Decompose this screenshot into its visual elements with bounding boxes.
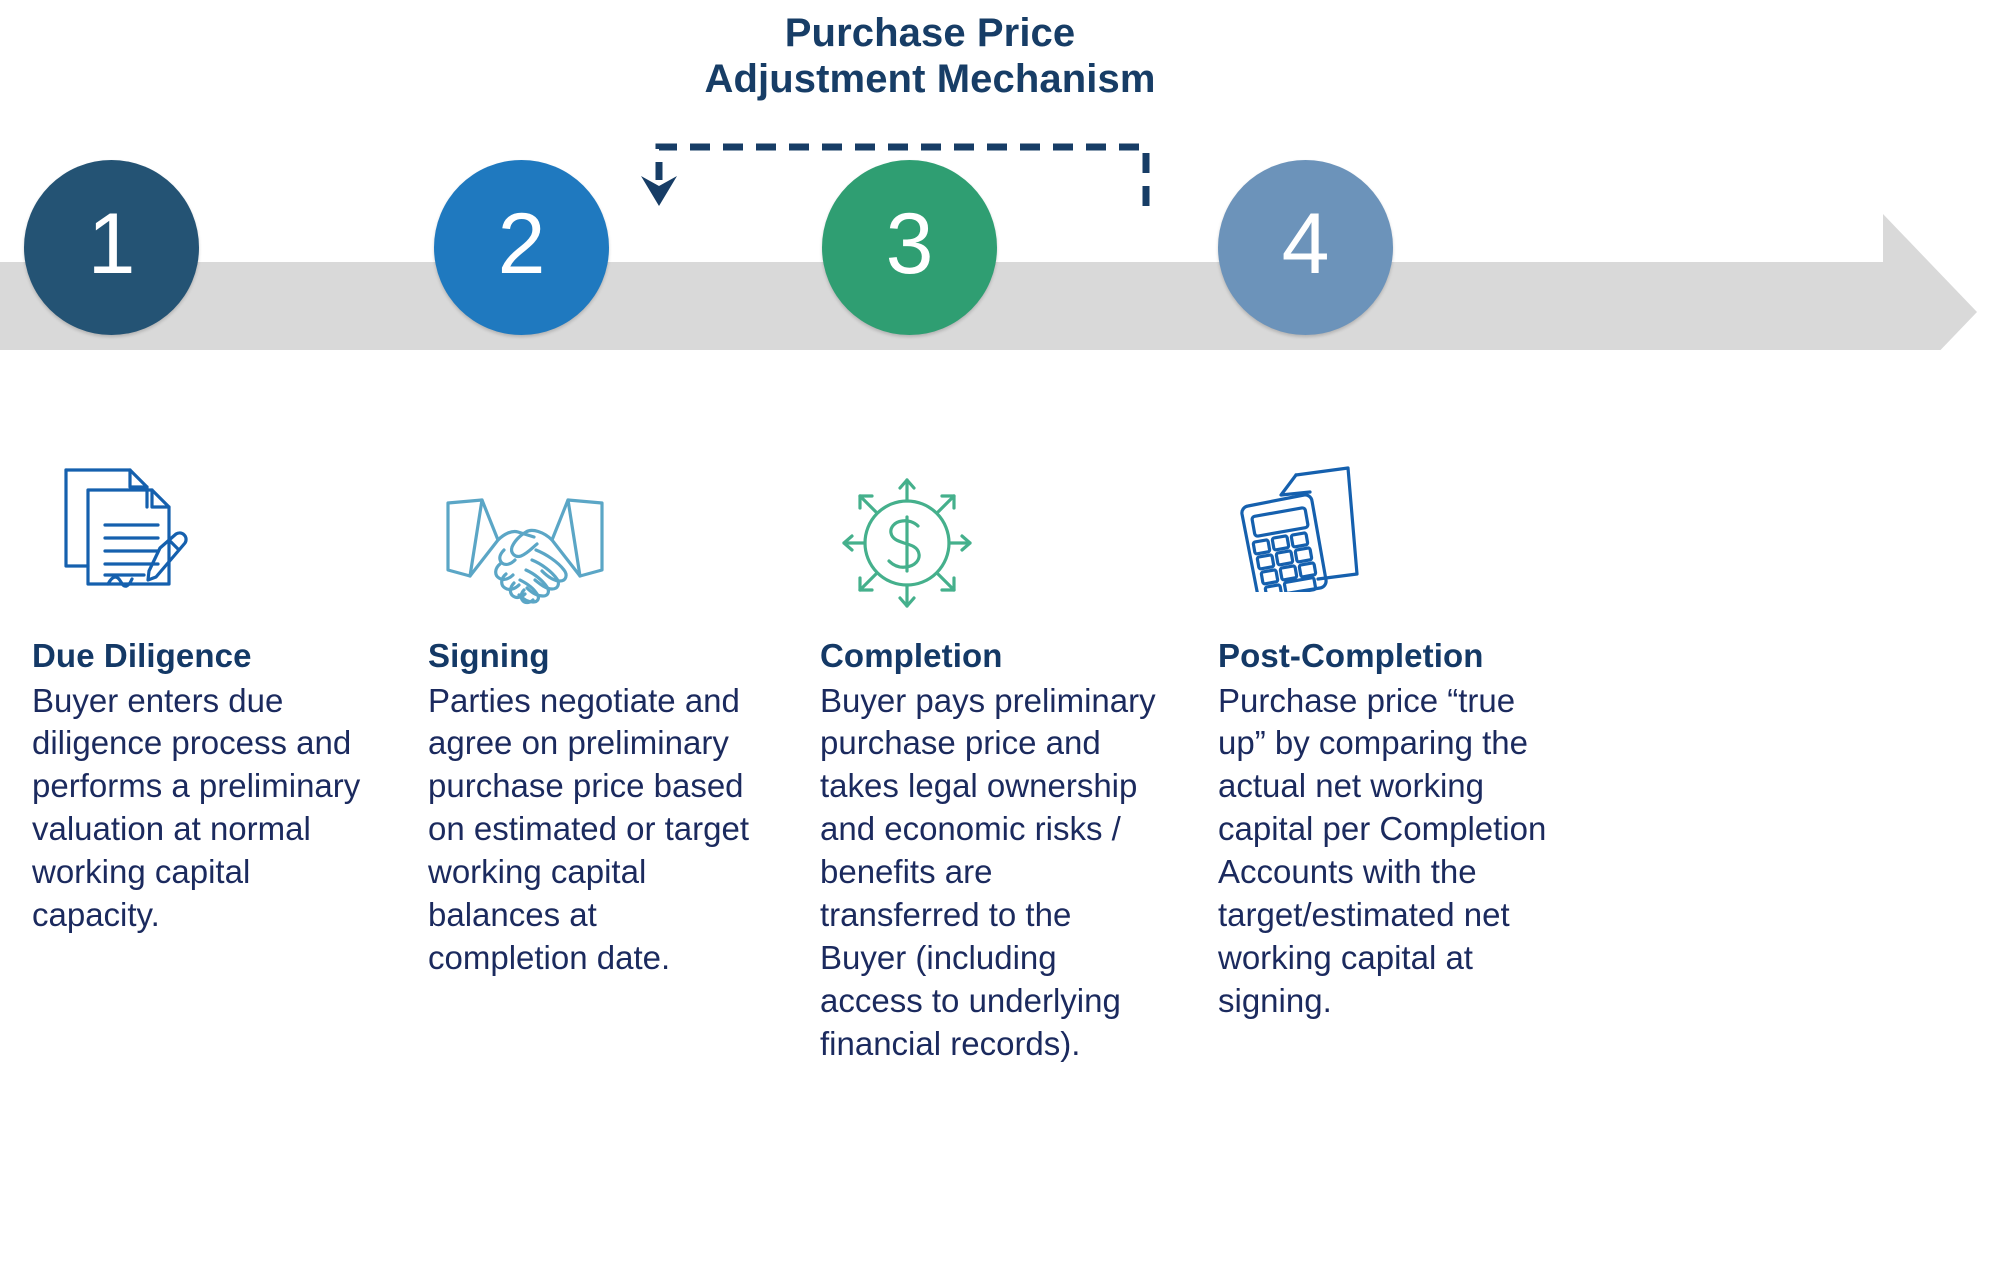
page-title: Purchase Price Adjustment Mechanism [540,10,1320,103]
step-number-3: 3 [885,195,934,292]
step-text-4: Post-Completion Purchase price “true up”… [1218,636,1563,1023]
title-line-2: Adjustment Mechanism [704,57,1156,102]
step-circle-3[interactable]: 3 [822,160,997,335]
step-body-1: Buyer enters due diligence process and p… [32,681,361,934]
title-line-1: Purchase Price [784,11,1076,55]
calculator-document-icon [1232,462,1402,592]
step-body-4: Purchase price “true up” by comparing th… [1218,681,1547,1019]
document-signature-icon [48,462,218,592]
step-circle-4[interactable]: 4 [1218,160,1393,335]
step-heading-2: Signing [428,637,550,674]
dollar-circle-arrows-icon [822,478,992,608]
step-body-3: Buyer pays preliminary purchase price an… [820,681,1156,1062]
step-number-1: 1 [87,195,136,292]
step-number-4: 4 [1281,195,1330,292]
timeline-arrow [0,214,1977,350]
step-text-2: Signing Parties negotiate and agree on p… [428,636,758,980]
step-heading-4: Post-Completion [1218,637,1484,674]
step-circle-2[interactable]: 2 [434,160,609,335]
step-text-3: Completion Buyer pays preliminary purcha… [820,636,1160,1066]
step-circle-1[interactable]: 1 [24,160,199,335]
step-number-2: 2 [497,195,546,292]
handshake-icon [440,478,610,608]
step-body-2: Parties negotiate and agree on prelimina… [428,681,750,976]
step-text-1: Due Diligence Buyer enters due diligence… [32,636,362,937]
step-heading-1: Due Diligence [32,637,252,674]
step-heading-3: Completion [820,637,1003,674]
